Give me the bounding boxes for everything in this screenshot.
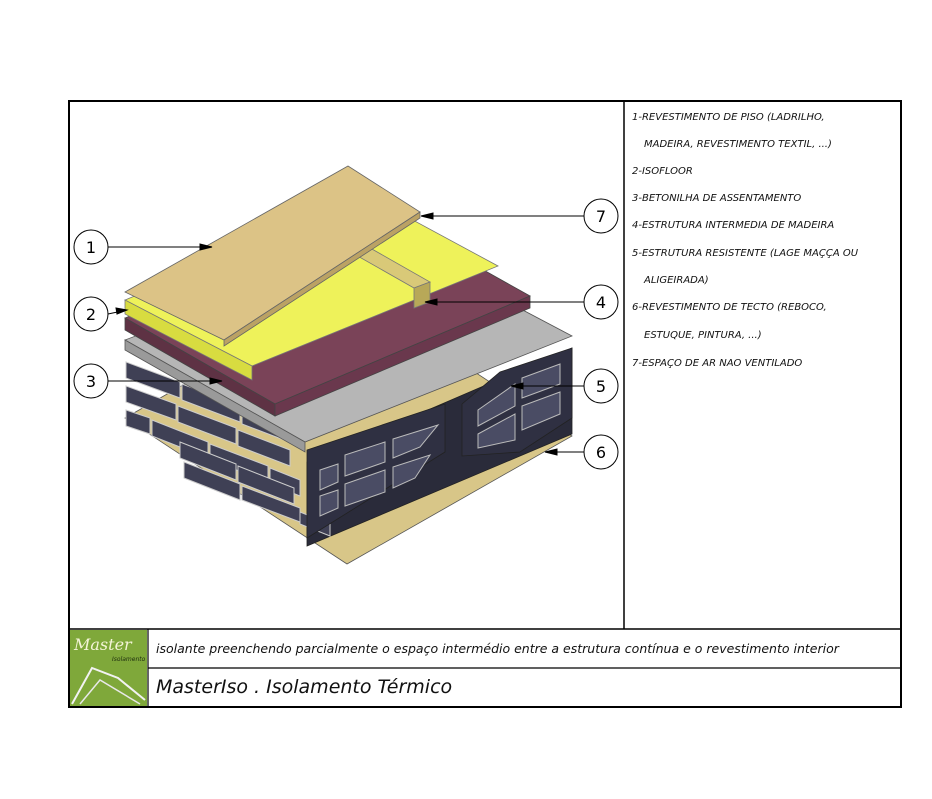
floor-finish-edge [223,211,421,347]
callout-6-number: 6 [596,443,606,462]
callout-1-arrow [199,243,213,251]
callout-1-number: 1 [86,238,96,257]
logo-subtext: Isolamento [112,656,146,663]
callout-7-number: 7 [596,207,606,226]
legend-line-3: 2-ISOFLOOR [632,166,693,177]
screed-layer-side [274,295,531,417]
callout-3-arrow [209,377,223,385]
drawing-title: MasterIso . Isolamento Térmico [156,676,452,698]
floor-section-drawing [124,165,573,565]
callout-numbers: 1 2 3 4 5 6 7 [86,207,606,462]
legend-line-4: 3-BETONILHA DE ASSENTAMENTO [632,193,801,204]
block-cells-left [319,424,440,517]
legend-line-1: 1-REVESTIMENTO DE PISO (LADRILHO, [632,112,825,123]
callout-3-number: 3 [86,372,96,391]
legend-line-7: ALIGEIRADA) [643,275,709,286]
legend-line-6: 5-ESTRUTURA RESISTENTE (LAGE MAÇÇA OU [632,248,859,259]
callout-7-arrow [420,212,434,220]
legend: 1-REVESTIMENTO DE PISO (LADRILHO, MADEIR… [632,112,859,369]
callout-5-number: 5 [596,377,606,396]
callout-2-number: 2 [86,305,96,324]
concrete-slab-front [124,339,306,453]
callout-4-arrow [424,298,438,306]
callouts [73,198,619,470]
logo-text: Master [73,635,133,654]
block-cells-right [477,363,561,449]
legend-line-9: ESTUQUE, PINTURA, ...) [644,330,762,341]
callout-6-arrow [544,448,558,456]
legend-line-10: 7-ESPAÇO DE AR NAO VENTILADO [632,358,802,369]
legend-line-2: MADEIRA, REVESTIMENTO TEXTIL, ...) [644,139,832,150]
sheet-frame [68,100,902,708]
legend-line-8: 6-REVESTIMENTO DE TECTO (REBOCO, [632,302,827,313]
callout-5-arrow [510,382,524,390]
legend-line-5: 4-ESTRUTURA INTERMEDIA DE MADEIRA [632,220,834,231]
company-logo: Master Isolamento [70,630,147,706]
callout-4-number: 4 [596,293,606,312]
callout-2-arrow [115,307,129,315]
description-text: isolante preenchendo parcialmente o espa… [156,641,840,656]
